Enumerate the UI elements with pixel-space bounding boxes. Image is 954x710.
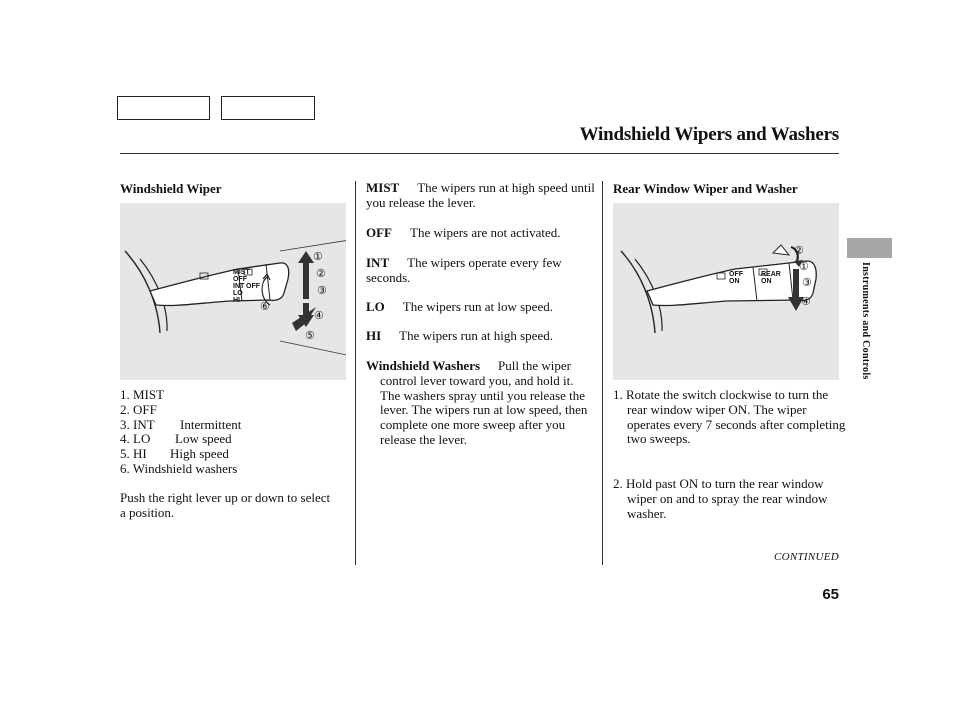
page-number: 65 <box>822 586 839 603</box>
rear-diagram-labels-2: OFF ON <box>729 271 743 285</box>
rear-callout-1: ① <box>799 261 809 273</box>
rear-step-2: 2. Hold past ON to turn the rear window … <box>613 476 828 521</box>
page-title: Windshield Wipers and Washers <box>579 124 840 145</box>
callout-2: ② <box>316 268 326 280</box>
wiper-instructions: Push the right lever up or down to selec… <box>120 490 331 520</box>
section-tab <box>847 238 892 258</box>
rear-wiper-diagram: REAR ON OFF ON ② ① ③ ④ <box>613 203 839 380</box>
continued-label: CONTINUED <box>773 551 839 563</box>
diagram-switch-labels: MIST OFF INT LO HI <box>233 269 250 304</box>
windshield-wiper-heading: Windshield Wiper <box>120 181 222 196</box>
rear-wiper-heading: Rear Window Wiper and Washer <box>613 181 798 196</box>
rear-step-1: 1. Rotate the switch clockwise to turn t… <box>613 387 846 447</box>
title-rule <box>120 153 839 154</box>
callout-3: ③ <box>317 285 327 297</box>
rear-callout-3: ③ <box>802 277 812 289</box>
rear-callout-2: ② <box>794 245 804 257</box>
windshield-wiper-diagram: MIST OFF INT LO HI OFF ① ② ③ ④ ⑤ ⑥ <box>120 203 346 380</box>
callout-6: ⑥ <box>260 301 270 313</box>
list-item: 6. Windshield washers <box>120 460 238 476</box>
rear-diagram-labels: REAR ON <box>761 271 781 285</box>
callout-5: ⑤ <box>305 330 315 342</box>
nav-box-next[interactable] <box>221 96 315 120</box>
rear-callout-4: ④ <box>801 296 811 308</box>
column-divider-1 <box>355 181 356 565</box>
section-tab-label: Instruments and Controls <box>860 262 871 380</box>
nav-box-previous[interactable] <box>117 96 210 120</box>
callout-4: ④ <box>314 310 324 322</box>
list-item: 1. MIST <box>120 387 165 402</box>
column-divider-2 <box>602 181 603 565</box>
list-item: 2. OFF <box>120 401 157 417</box>
callout-1: ① <box>313 251 323 263</box>
diagram-off-label: OFF <box>246 283 260 290</box>
